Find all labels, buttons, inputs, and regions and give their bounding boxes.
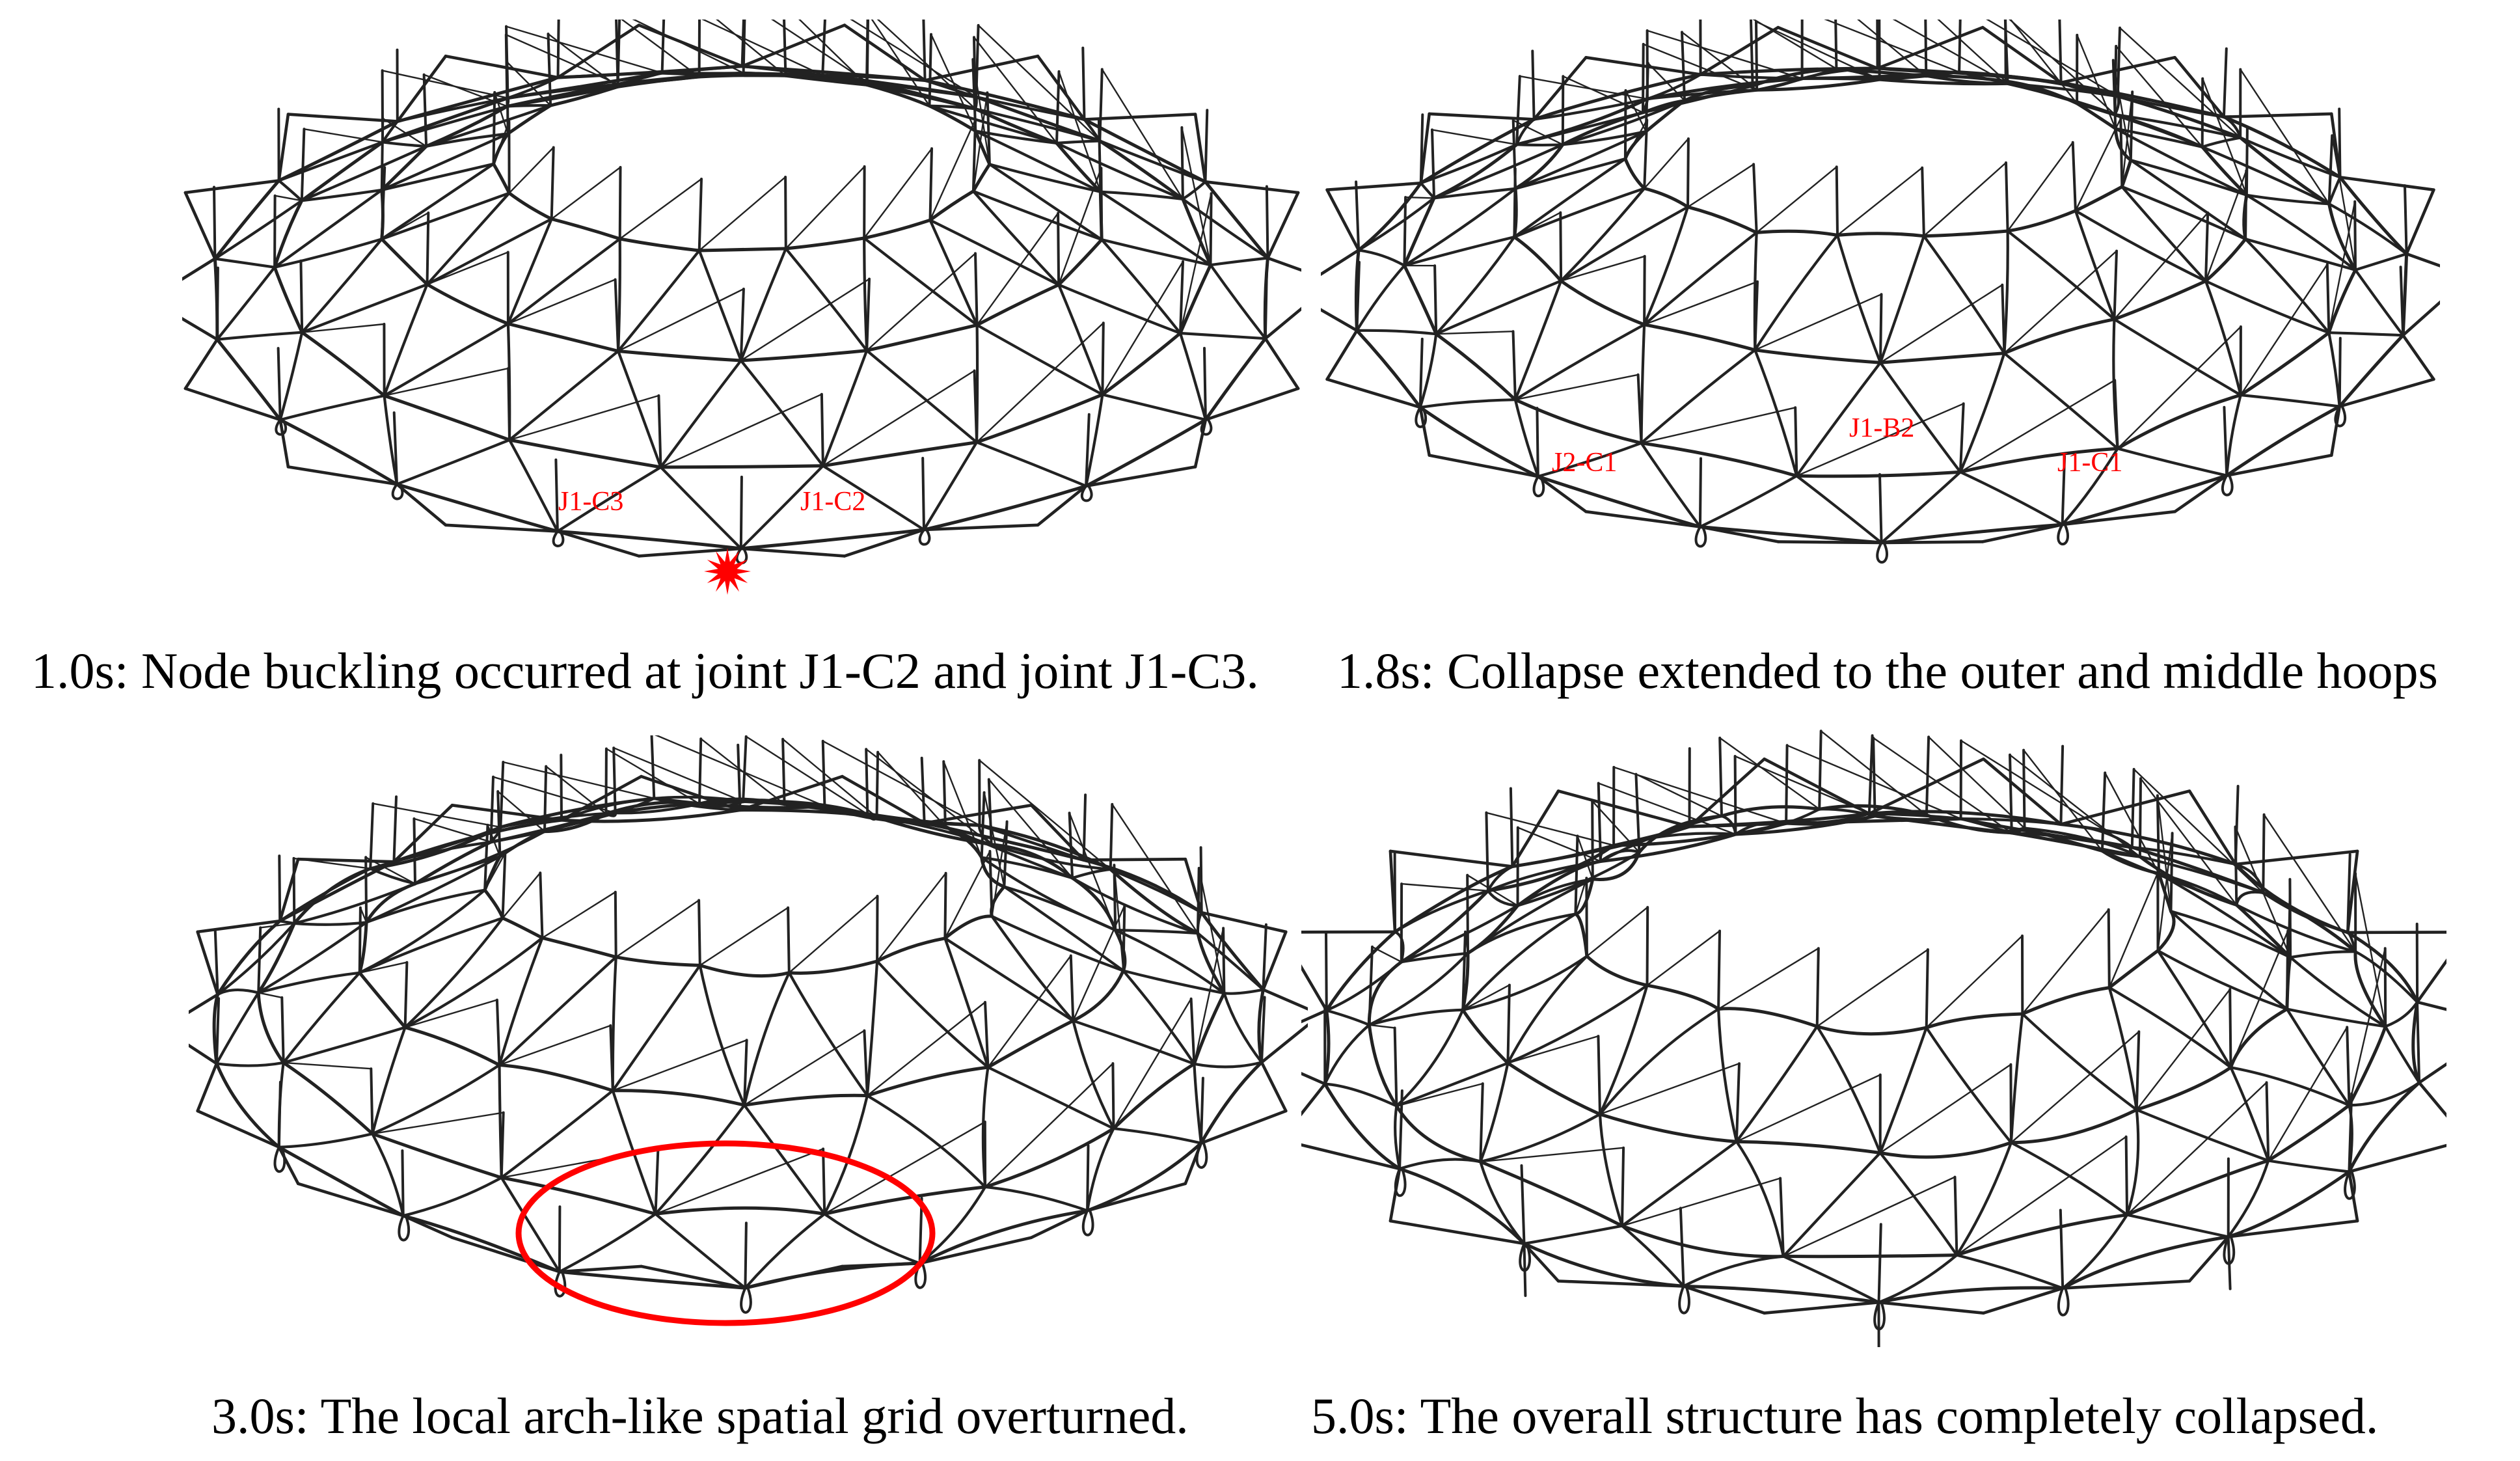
joint-label-j1-c2: J1-C2	[800, 487, 866, 517]
caption-panel-1: 1.0s: Node buckling occurred at joint J1…	[31, 642, 1259, 699]
joint-label-j2-c1: J2-C1	[1552, 448, 1618, 478]
structure-panel-2	[1321, 20, 2440, 605]
joint-label-j1-b2: J1-B2	[1849, 413, 1915, 443]
overturned-region-highlight	[511, 1136, 940, 1334]
spatial-grid-structure-2	[1321, 20, 2440, 564]
spatial-grid-structure-4	[1301, 730, 2446, 1347]
joint-label-j1-c3: J1-C3	[558, 487, 624, 517]
spatial-grid-structure-3	[189, 735, 1308, 1314]
caption-panel-3: 3.0s: The local arch-like spatial grid o…	[211, 1387, 1189, 1444]
joint-label-j1-c1: J1-C1	[2057, 448, 2123, 478]
buckling-burst-marker	[701, 545, 753, 601]
caption-panel-4: 5.0s: The overall structure has complete…	[1311, 1387, 2379, 1444]
structure-panel-4	[1301, 722, 2446, 1347]
structure-panel-1	[182, 20, 1301, 605]
buckling-burst-icon	[704, 548, 751, 595]
spatial-grid-structure-1	[182, 20, 1301, 565]
structure-panel-3	[189, 735, 1308, 1334]
caption-panel-2: 1.8s: Collapse extended to the outer and…	[1337, 642, 2438, 699]
